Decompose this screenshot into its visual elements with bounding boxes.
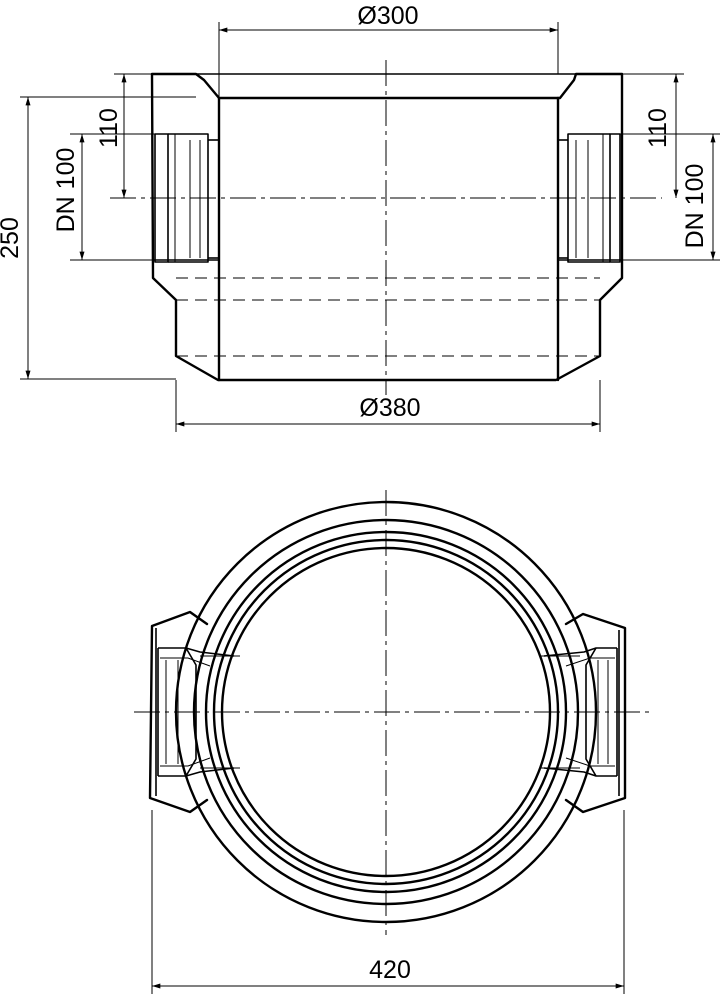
right-offset-label: 110 xyxy=(644,108,672,148)
shaft-outline xyxy=(150,72,624,382)
plan-width-label: 420 xyxy=(369,956,411,984)
plan-view: 420 xyxy=(134,490,652,994)
bottom-diameter-label: Ø380 xyxy=(359,394,420,422)
elevation-view: Ø300 Ø380 250 110 DN 100 110 DN 100 xyxy=(0,2,720,432)
right-pipe-label: DN 100 xyxy=(681,164,709,249)
left-pipe-label: DN 100 xyxy=(52,148,80,233)
top-diameter-label: Ø300 xyxy=(357,2,418,30)
right-pipe-stub xyxy=(543,612,627,814)
left-offset-label: 110 xyxy=(95,108,123,148)
height-label: 250 xyxy=(0,217,24,259)
